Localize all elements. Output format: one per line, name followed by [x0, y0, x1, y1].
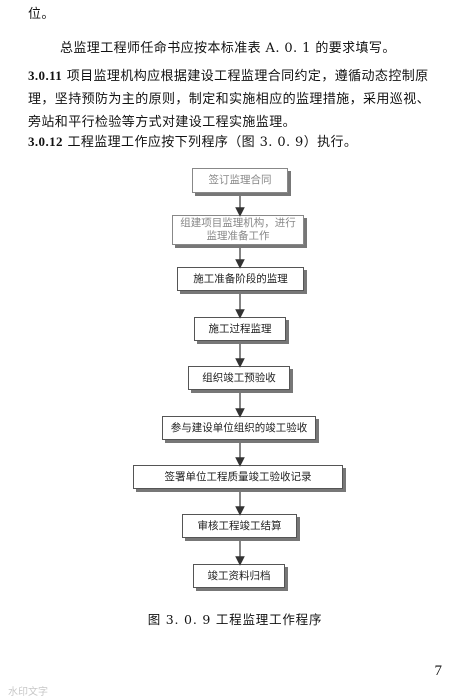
- flow-step-sign-contract: 签订监理合同: [192, 168, 288, 193]
- clause-3-0-12: 3.0.12 工程监理工作应按下列程序（图 3. 0. 9）执行。: [28, 130, 453, 154]
- flow-step-construction-process: 施工过程监理: [194, 317, 286, 341]
- clause-text: 工程监理工作应按下列程序（图 3. 0. 9）执行。: [67, 135, 358, 150]
- paragraph-continuation: 位。: [28, 7, 55, 22]
- page-number: 7: [434, 663, 443, 679]
- watermark: 水印文字: [8, 687, 48, 698]
- clause-text-line1: 项目监理机构应根据建设工程监理合同约定，遵循动态控制原: [66, 69, 429, 84]
- paragraph-appointment: 总监理工程师任命书应按本标准表 A. 0. 1 的要求填写。: [60, 41, 396, 56]
- flow-step-pre-construction: 施工准备阶段的监理: [177, 267, 304, 291]
- clause-text-line2: 理，坚持预防为主的原则，制定和实施相应的监理措施，采用巡视、: [28, 92, 431, 107]
- clause-text-line3: 旁站和平行检验等方式对建设工程实施监理。: [28, 115, 297, 130]
- clause-number: 3.0.12: [28, 134, 63, 149]
- flow-step-final-acceptance: 参与建设单位组织的竣工验收: [162, 416, 316, 440]
- flow-step-sign-record: 签署单位工程质量竣工验收记录: [133, 465, 343, 489]
- figure-caption: 图 3. 0. 9 工程监理工作程序: [147, 612, 323, 627]
- clause-number: 3.0.11: [28, 68, 63, 83]
- clause-3-0-11: 3.0.11 项目监理机构应根据建设工程监理合同约定，遵循动态控制原 理，坚持预…: [28, 64, 453, 134]
- flow-step-organize-team: 组建项目监理机构，进行监理准备工作: [172, 215, 304, 245]
- flow-step-archive: 竣工资料归档: [193, 564, 285, 588]
- flow-step-pre-acceptance: 组织竣工预验收: [188, 366, 290, 390]
